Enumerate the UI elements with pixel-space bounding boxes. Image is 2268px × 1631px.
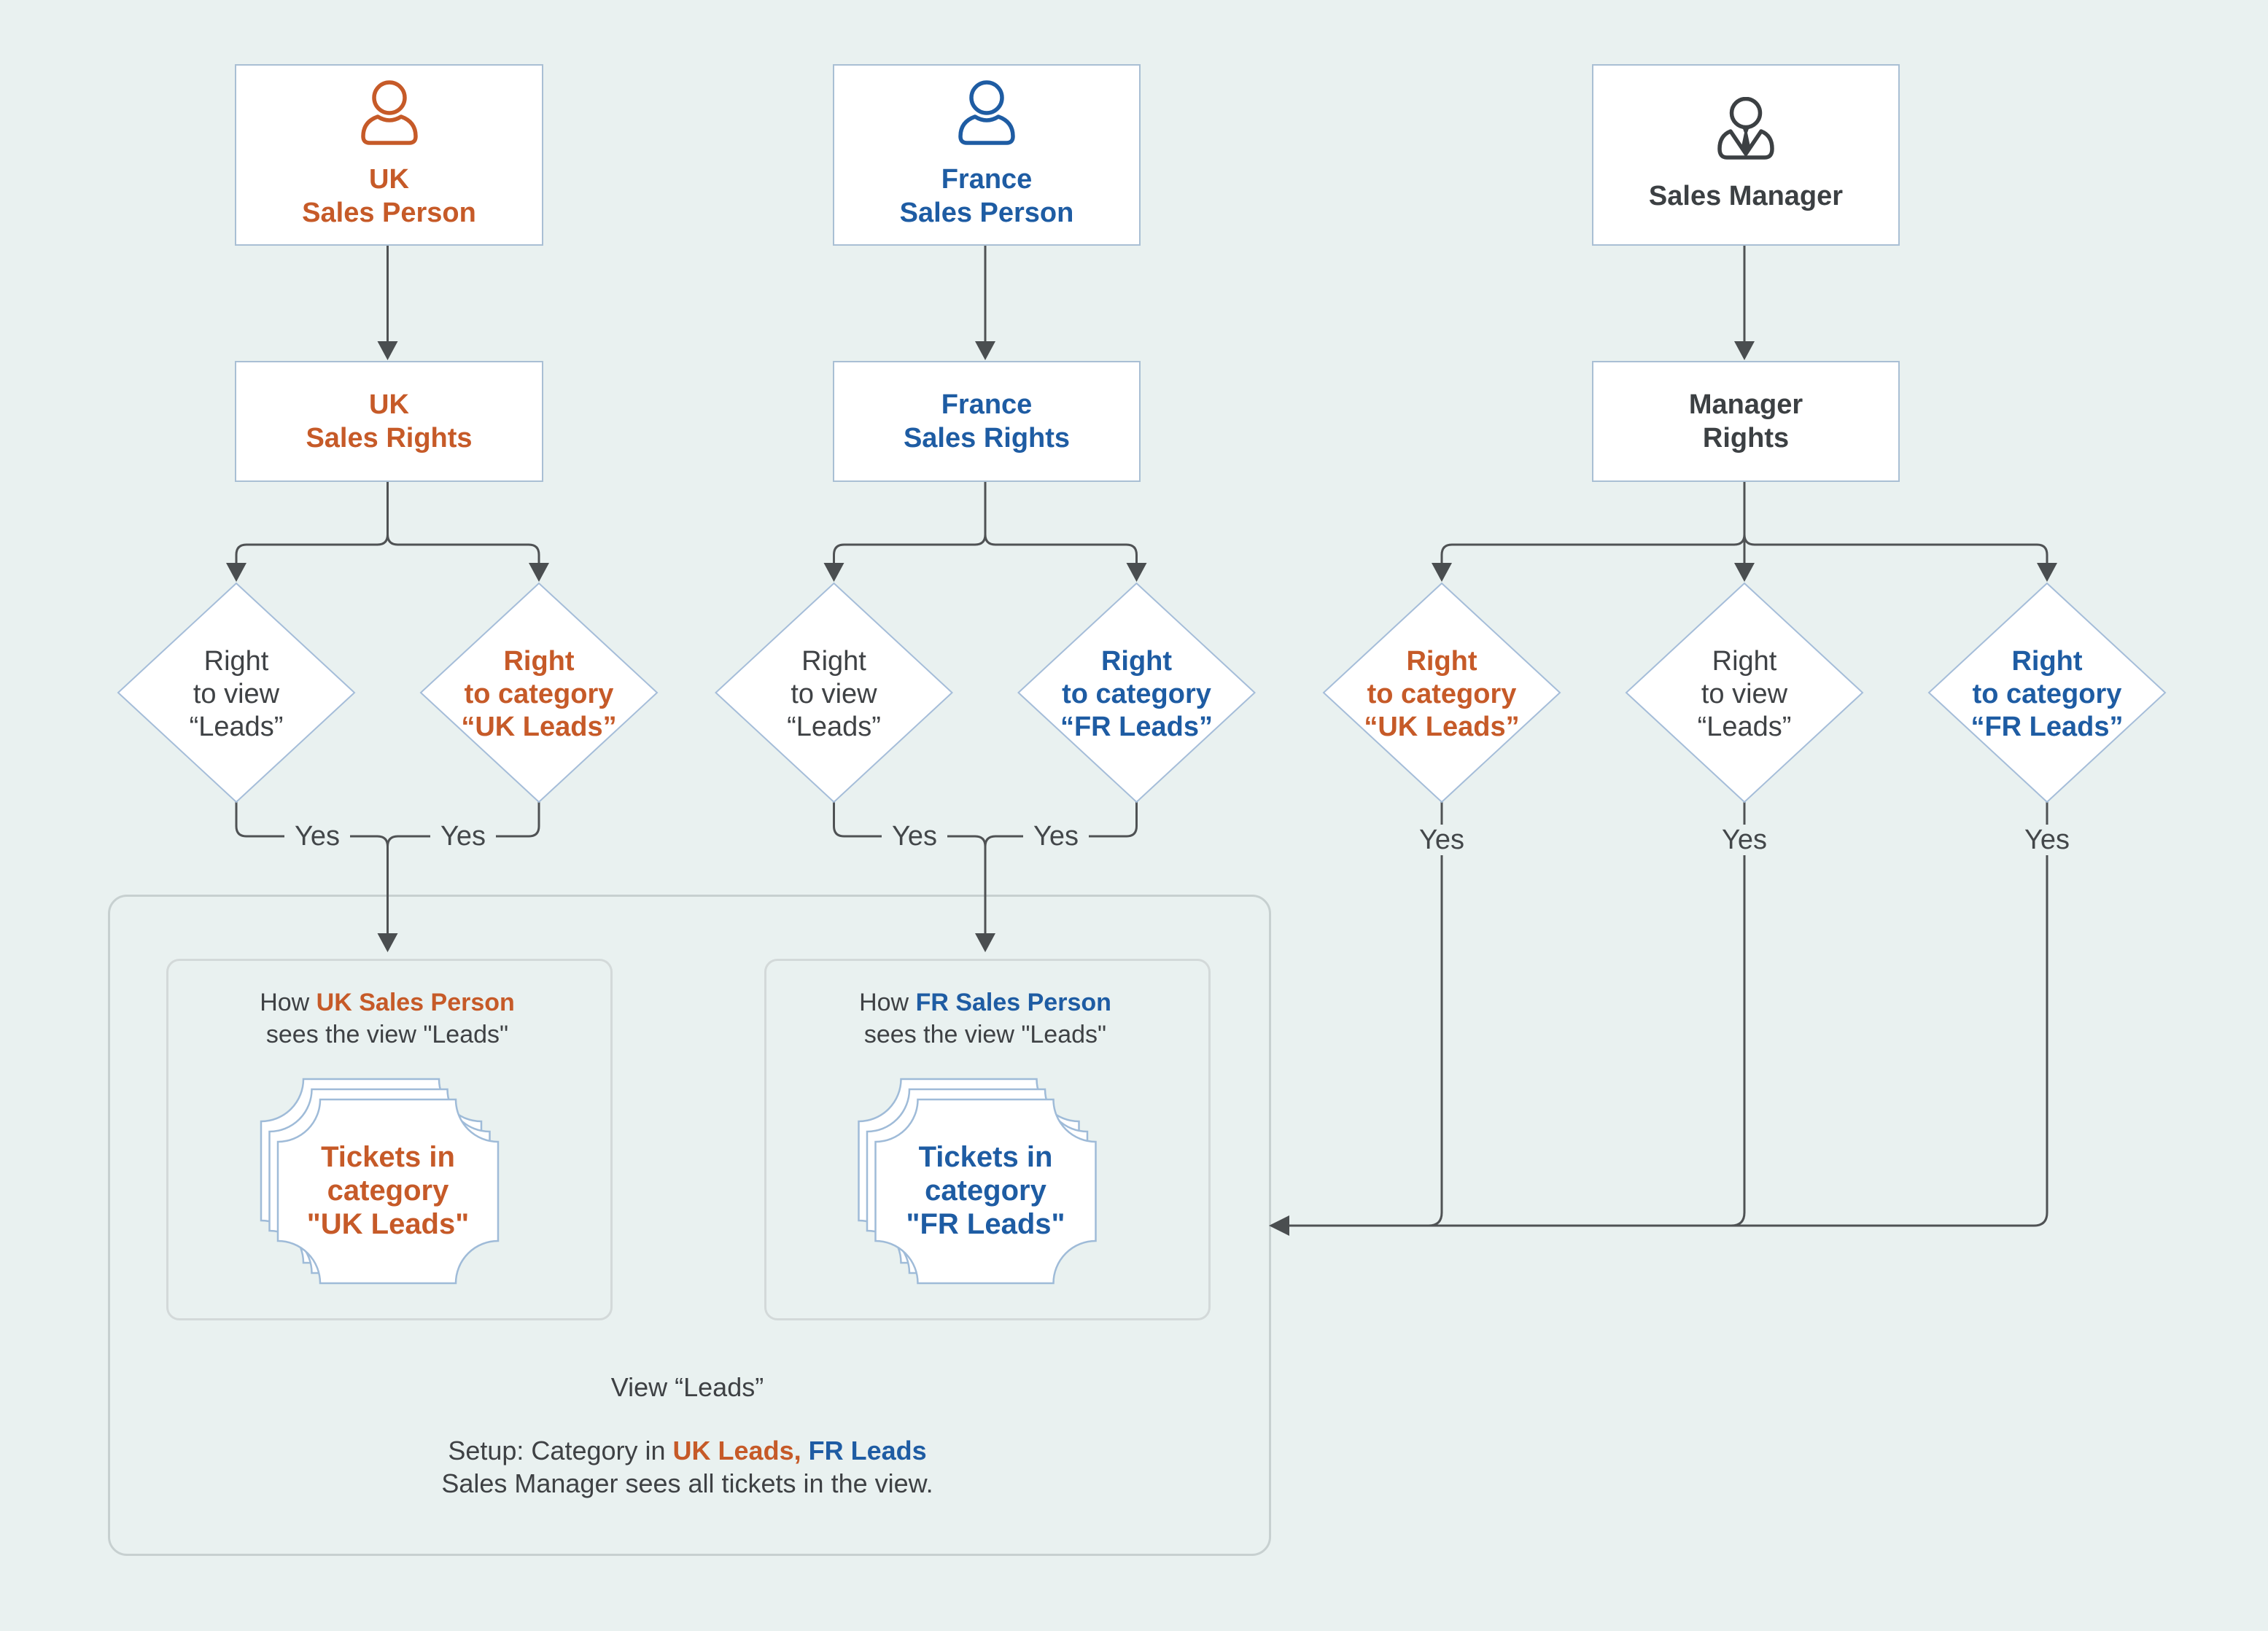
uk-ticket-sheet-front bbox=[276, 1098, 500, 1285]
yes-label: Yes bbox=[882, 821, 947, 852]
arrowhead-mgr-rights bbox=[1734, 341, 1755, 360]
user-icon bbox=[356, 80, 423, 155]
diamond-uk-category bbox=[419, 582, 659, 803]
rights-label: UK bbox=[369, 389, 409, 420]
arrowheads bbox=[226, 341, 2057, 1236]
yes-label: Yes bbox=[1023, 821, 1089, 852]
arrowhead-mgr-diamond-3 bbox=[2037, 563, 2057, 582]
actor-label: Sales Manager bbox=[1648, 181, 1844, 211]
connector-uk-yes-right bbox=[387, 802, 540, 847]
fr-ticket-sheet-front bbox=[874, 1098, 1097, 1285]
actor-box-sales-manager: Sales Manager bbox=[1592, 64, 1900, 246]
uk-card-title: How UK Sales Person sees the view "Leads… bbox=[260, 989, 515, 1048]
decision-diamonds bbox=[117, 582, 2167, 803]
connector-mgr-yes-3 bbox=[1289, 802, 2048, 1227]
fr-ticket-label: Tickets in category "FR Leads" bbox=[906, 1141, 1065, 1240]
arrowhead-uk-diamond-1 bbox=[226, 563, 246, 582]
rights-label: France bbox=[941, 389, 1033, 420]
diamond-fr-view bbox=[715, 582, 953, 803]
connector-mgr-split-right bbox=[1743, 479, 2048, 563]
actor-label: France bbox=[941, 164, 1033, 195]
actor-label: UK bbox=[369, 164, 409, 195]
fr-card-title: How FR Sales Person sees the view "Leads… bbox=[859, 989, 1111, 1048]
diamond-label-uk-view: Right to view “Leads” bbox=[189, 646, 284, 742]
yes-label: Yes bbox=[284, 821, 350, 852]
rights-box-france: France Sales Rights bbox=[833, 361, 1141, 482]
arrowhead-uk-rights bbox=[377, 341, 398, 360]
connector-fr-split-left bbox=[833, 479, 987, 563]
diamond-label-fr-view: Right to view “Leads” bbox=[787, 646, 881, 742]
arrowhead-mgr-diamond-2 bbox=[1734, 563, 1755, 582]
rights-label: Sales Rights bbox=[903, 423, 1071, 454]
actor-label: Sales Person bbox=[302, 198, 476, 228]
rights-box-manager: Manager Rights bbox=[1592, 361, 1900, 482]
user-icon bbox=[953, 80, 1020, 155]
arrowhead-mgr-diamond-1 bbox=[1432, 563, 1452, 582]
ticket-stacks bbox=[260, 1078, 1097, 1285]
arrowhead-fr-diamond-2 bbox=[1126, 563, 1147, 582]
diamond-mgr-category-fr bbox=[1927, 582, 2167, 803]
yes-label: Yes bbox=[1409, 825, 1475, 855]
setup-line: Setup: Category in UK Leads, FR Leads bbox=[448, 1436, 927, 1465]
diamond-label-mgr-view: Right to view “Leads” bbox=[1697, 646, 1792, 742]
arrowhead-mgr-container bbox=[1269, 1215, 1289, 1236]
connector-fr-yes-right bbox=[984, 802, 1138, 847]
manager-user-icon bbox=[1712, 96, 1779, 172]
diamond-label-mgr-category-fr: Right to category “FR Leads” bbox=[1970, 646, 2124, 742]
uk-ticket-label: Tickets in category "UK Leads" bbox=[306, 1141, 470, 1240]
arrowhead-uk-diamond-2 bbox=[529, 563, 549, 582]
rights-box-uk: UK Sales Rights bbox=[235, 361, 543, 482]
actor-label: Sales Person bbox=[899, 198, 1074, 228]
rights-label: Sales Rights bbox=[306, 423, 473, 454]
connector-lines bbox=[235, 243, 2048, 1227]
view-leads-label: View “Leads” bbox=[610, 1372, 764, 1402]
arrowhead-fr-rights bbox=[975, 341, 995, 360]
yes-label: Yes bbox=[1712, 825, 1777, 855]
diamond-label-fr-category: Right to category “FR Leads” bbox=[1060, 646, 1213, 742]
diamond-label-mgr-category-uk: Right to category “UK Leads” bbox=[1364, 646, 1520, 742]
connector-uk-split-right bbox=[387, 479, 540, 563]
connector-mgr-yes-2 bbox=[1289, 802, 1746, 1227]
connector-mgr-yes-1 bbox=[1289, 802, 1443, 1227]
connector-mgr-split-left bbox=[1440, 479, 1746, 563]
diamond-label-uk-category: Right to category “UK Leads” bbox=[461, 646, 617, 742]
diamond-mgr-view bbox=[1625, 582, 1864, 803]
fr-result-card bbox=[764, 959, 1211, 1320]
actor-box-uk-sales-person: UK Sales Person bbox=[235, 64, 543, 246]
diamond-uk-view bbox=[117, 582, 356, 803]
yes-label: Yes bbox=[430, 821, 496, 852]
arrowhead-uk-card bbox=[377, 933, 398, 952]
rights-label: Manager bbox=[1688, 389, 1803, 420]
manager-note-line: Sales Manager sees all tickets in the vi… bbox=[441, 1468, 933, 1498]
connector-fr-split-right bbox=[984, 479, 1138, 563]
yes-label: Yes bbox=[2014, 825, 2080, 855]
arrowhead-fr-diamond-1 bbox=[823, 563, 844, 582]
uk-result-card bbox=[166, 959, 613, 1320]
diamond-fr-category bbox=[1017, 582, 1256, 803]
diamond-mgr-category-uk bbox=[1322, 582, 1561, 803]
rights-label: Rights bbox=[1702, 423, 1790, 454]
connector-uk-split-left bbox=[235, 479, 389, 563]
actor-box-france-sales-person: France Sales Person bbox=[833, 64, 1141, 246]
arrowhead-fr-card bbox=[975, 933, 995, 952]
